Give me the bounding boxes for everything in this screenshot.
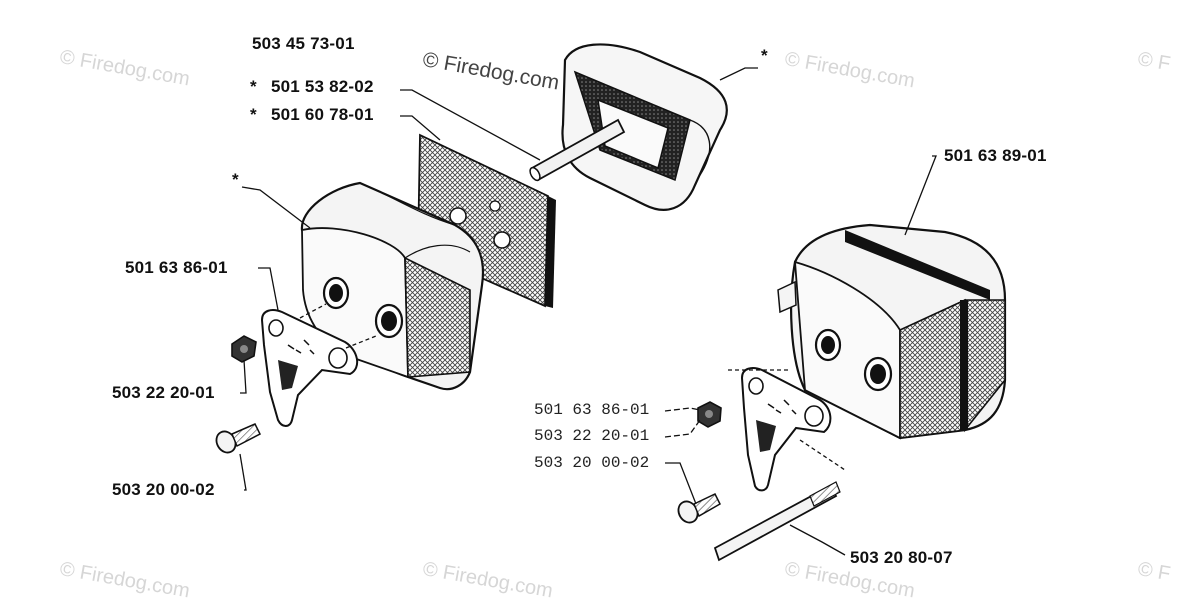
right-nut-part [697,401,722,428]
right-muffler-label: 501 63 89-01 [944,146,1047,165]
leader-lines [239,67,937,556]
pad-star-marker: * [250,105,257,124]
assembly-number-label: 503 45 73-01 [252,34,355,53]
left-bracket-label: 501 63 86-01 [125,258,228,277]
right-rod-label: 503 20 80-07 [850,548,953,567]
top-cover-star-marker: * [761,46,768,65]
left-nut-label: 503 22 20-01 [112,383,215,402]
right-screw-part [677,493,721,524]
cover-star-marker: * [232,170,239,189]
left-cover-part [300,181,484,391]
left-screw-label: 503 20 00-02 [112,480,215,499]
filter-star-marker: * [250,77,257,96]
left-bracket-part [260,309,359,427]
right-muffler-part [777,223,1007,440]
top-rod [529,118,626,182]
right-screw-label: 503 20 00-02 [534,454,650,472]
left-screw-part [215,423,262,454]
filter-part-label: 501 53 82-02 [271,77,374,96]
pad-part-label: 501 60 78-01 [271,105,374,124]
left-nut-part [231,335,257,363]
top-cover-part [561,43,728,211]
right-rod-part [713,481,841,562]
right-bracket-part [740,367,832,492]
right-bracket-label: 501 63 86-01 [534,401,650,419]
right-nut-label: 503 22 20-01 [534,427,650,445]
